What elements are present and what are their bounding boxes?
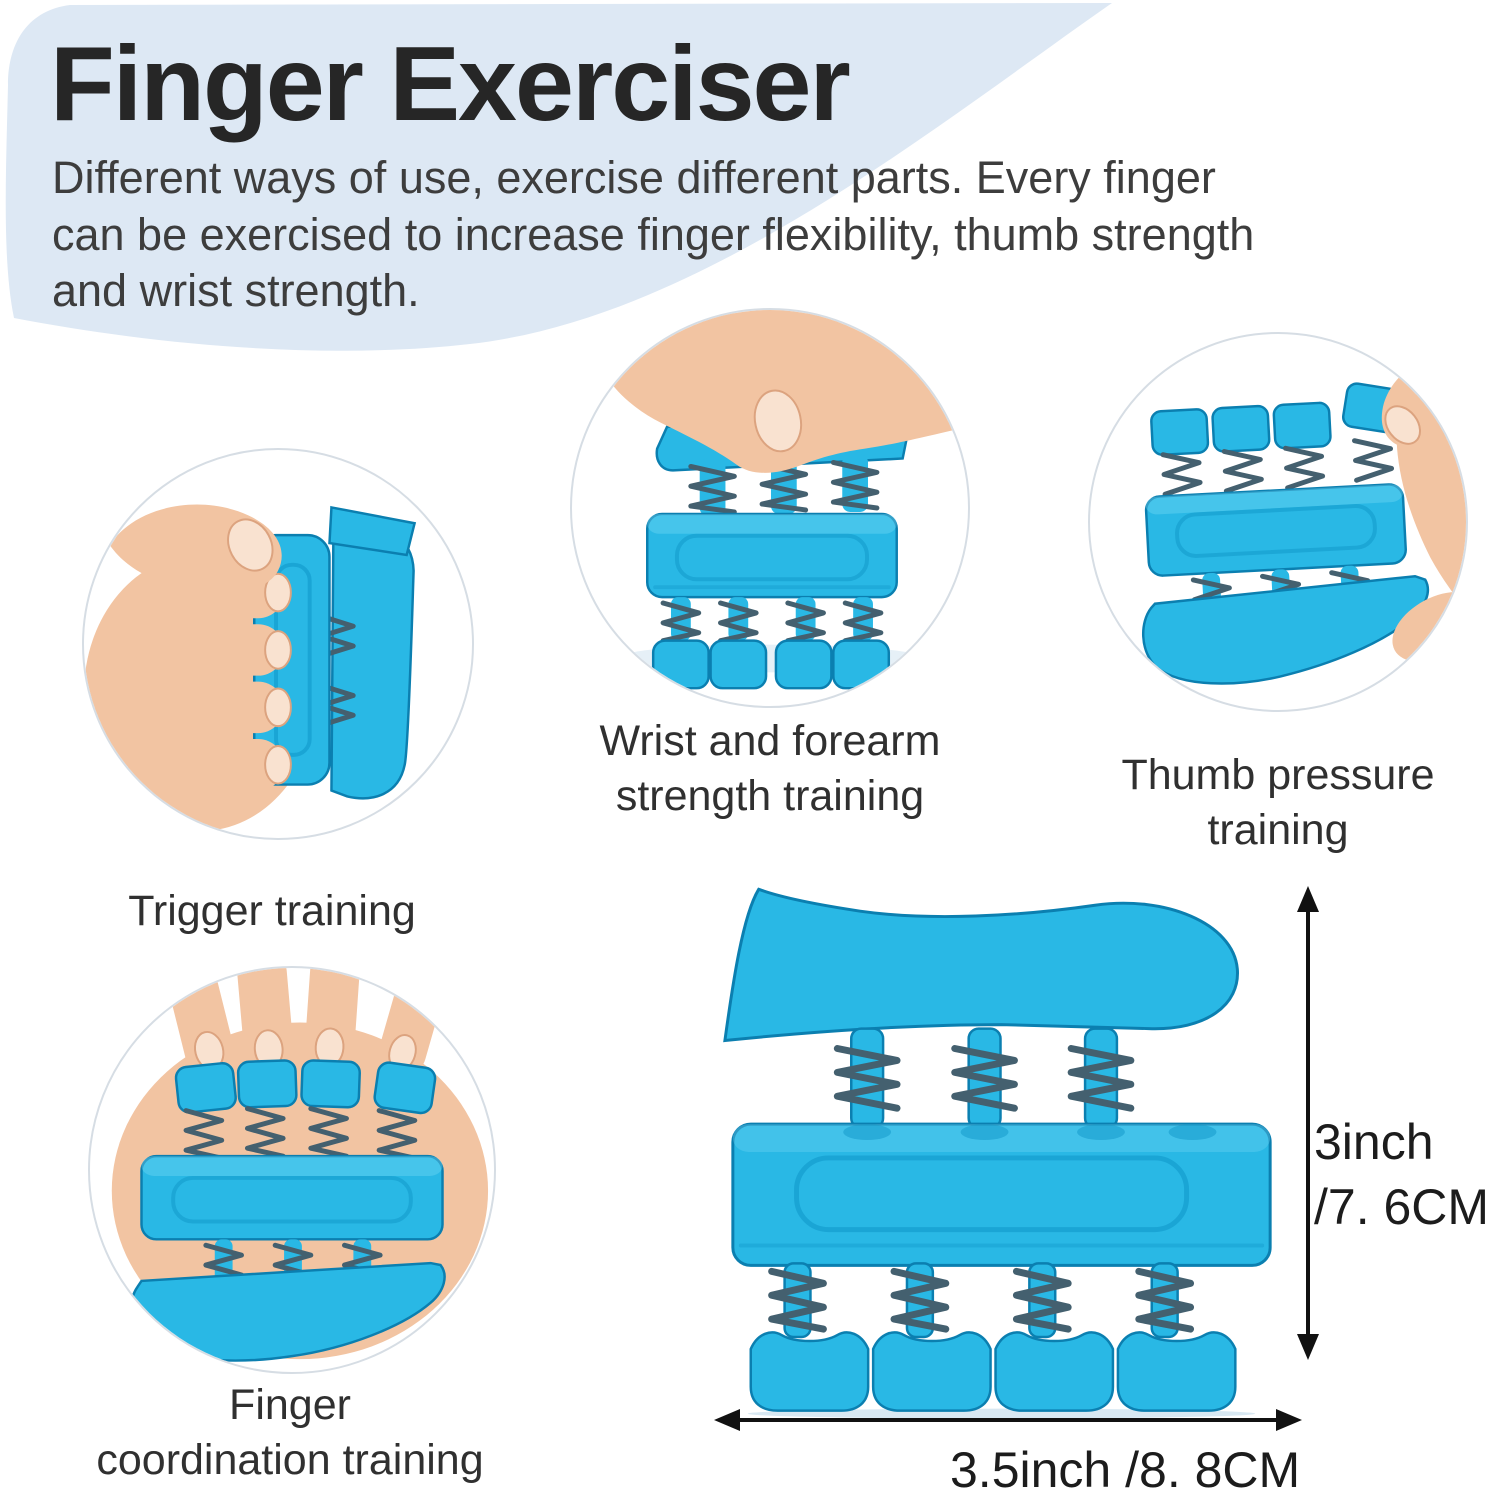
trigger-training-photo bbox=[82, 448, 474, 840]
palm-pressing-exerciser-illustration bbox=[585, 310, 968, 690]
use-label-line: coordination training bbox=[96, 1435, 484, 1484]
page-description: Different ways of use, exercise differen… bbox=[52, 150, 1254, 320]
description-line: and wrist strength. bbox=[52, 265, 420, 317]
use-label-line: Trigger training bbox=[128, 887, 416, 935]
use-label-line: Thumb pressure bbox=[1121, 751, 1435, 799]
thumb-training-photo bbox=[1088, 332, 1468, 712]
lower-pins-and-springs bbox=[768, 1262, 1195, 1339]
finger-coordination-photo bbox=[88, 966, 496, 1374]
description-line: can be exercised to increase finger flex… bbox=[52, 208, 1255, 260]
width-value: 3.5inch /8. 8CM bbox=[950, 1442, 1301, 1498]
height-dimension-arrow bbox=[1297, 886, 1319, 1360]
fingertips-in-exerciser-illustration bbox=[111, 968, 489, 1362]
use-label-line: Wrist and forearm bbox=[599, 717, 941, 765]
use-label-line: strength training bbox=[615, 771, 925, 820]
use-label-trigger: Trigger training bbox=[62, 884, 482, 939]
height-value-cm: /7. 6CM bbox=[1314, 1179, 1486, 1235]
use-label-wrist: Wrist and forearm strength training bbox=[550, 714, 990, 823]
background-blob bbox=[5, 3, 1113, 351]
height-value-inch: 3inch bbox=[1314, 1114, 1434, 1170]
product-shadow bbox=[747, 1408, 1256, 1419]
description-line: Different ways of use, exercise differen… bbox=[52, 152, 1216, 203]
use-label-thumb: Thumb pressure training bbox=[1058, 748, 1486, 857]
use-label-line: training bbox=[1207, 805, 1349, 854]
width-dimension-arrow bbox=[714, 1409, 1302, 1431]
width-dimension-label: 3.5inch /8. 8CM bbox=[950, 1438, 1300, 1500]
hand-from-above bbox=[585, 310, 968, 473]
height-dimension-label: 3inch /7. 6CM bbox=[1314, 1110, 1486, 1240]
upper-pins-and-springs bbox=[833, 1027, 1135, 1130]
base-block bbox=[731, 1122, 1272, 1267]
hand-fingers bbox=[109, 504, 292, 791]
use-label-coordination: Finger coordination training bbox=[8, 1378, 572, 1487]
finger-exerciser-product-illustration bbox=[723, 887, 1272, 1419]
hand-squeezing-exerciser-illustration bbox=[84, 504, 417, 832]
wrist-training-photo bbox=[570, 308, 970, 708]
finger-pedals bbox=[749, 1331, 1237, 1412]
page-title: Finger Exerciser bbox=[50, 25, 851, 143]
whale-handle bbox=[723, 887, 1239, 1043]
exerciser-device bbox=[129, 1059, 446, 1362]
use-label-line: Finger bbox=[229, 1381, 351, 1429]
thumb-pressing-exerciser-illustration bbox=[1141, 345, 1466, 704]
